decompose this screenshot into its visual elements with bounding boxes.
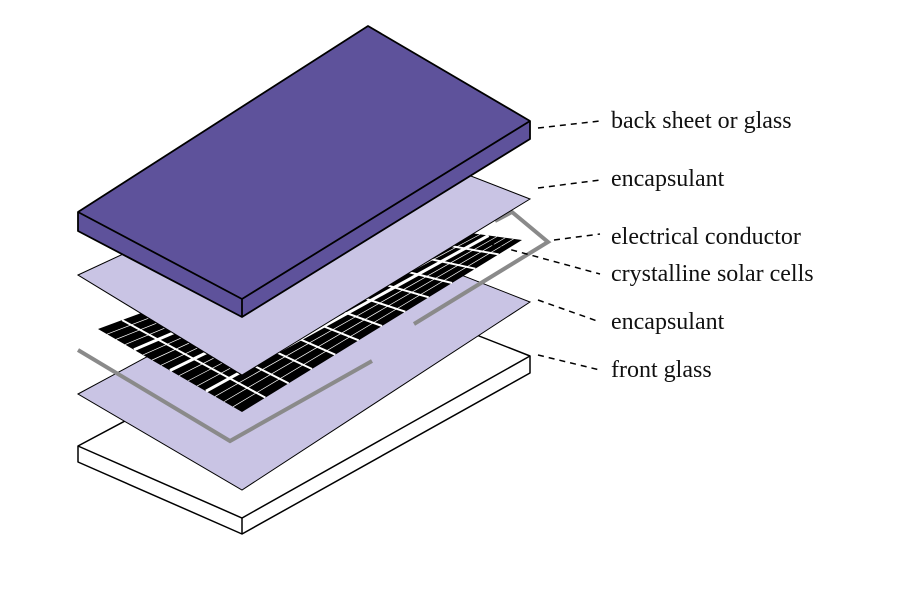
label-encapsulant-top: encapsulant (611, 166, 725, 192)
label-crystalline-solar-cells: crystalline solar cells (611, 261, 814, 287)
cell-grid-line (214, 236, 498, 397)
leader-encapsulant-bottom (537, 299, 601, 323)
label-electrical-conductor: electrical conductor (611, 224, 801, 250)
back-sheet-layer (77, 25, 531, 318)
leader-encapsulant-top (537, 179, 601, 189)
leader-electrical-conductor (553, 233, 601, 241)
electrical-conductor-layer (76, 209, 552, 444)
leader-lines (489, 120, 601, 371)
cell-grid-line (121, 319, 266, 399)
leader-front-glass (537, 354, 601, 371)
cell-grid-line (223, 237, 506, 402)
leader-solar-cells (489, 243, 601, 275)
label-back-sheet: back sheet or glass (611, 108, 792, 134)
cell-grid-line (232, 238, 514, 408)
label-front-glass: front glass (611, 357, 712, 383)
label-encapsulant-bottom: encapsulant (611, 309, 725, 335)
leader-back-sheet (537, 120, 601, 129)
